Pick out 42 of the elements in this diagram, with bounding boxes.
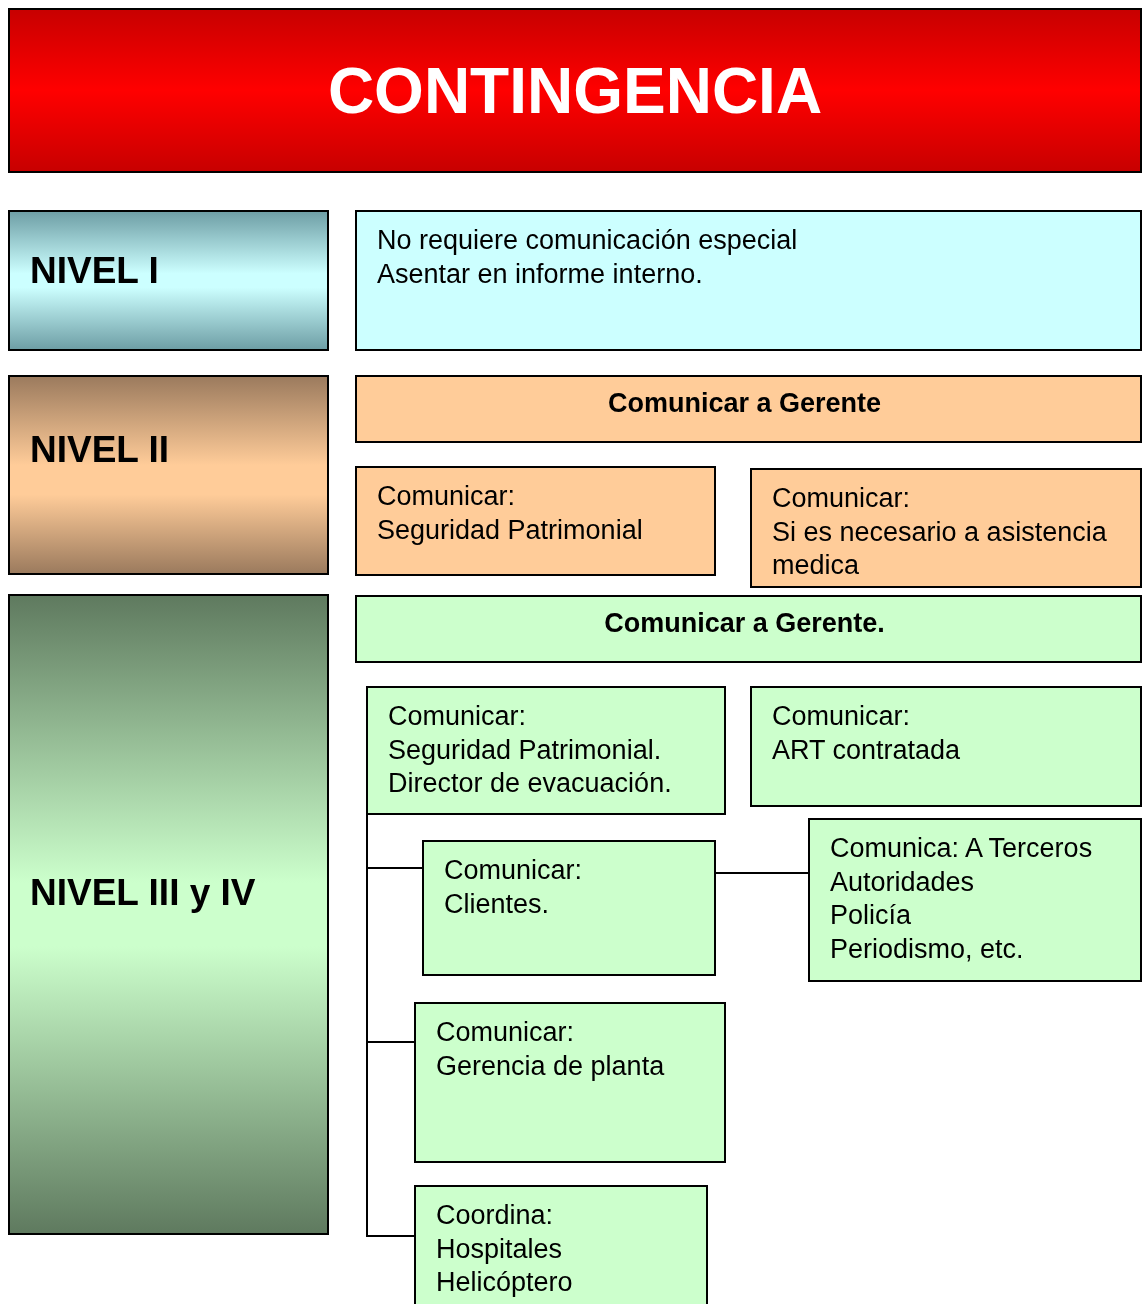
level-box: [8, 210, 329, 351]
message-text: Director de evacuación.: [388, 767, 673, 800]
message-text: Comunicar:: [388, 700, 528, 733]
message-text: Hospitales: [436, 1232, 564, 1266]
message-box: [808, 818, 1142, 982]
message-text: Comunicar:: [444, 854, 584, 887]
level-label: NIVEL I: [30, 254, 160, 288]
message-box: [750, 468, 1142, 588]
message-box: [366, 686, 726, 815]
heading: Comunicar a Gerente: [606, 387, 883, 420]
heading: Comunicar a Gerente.: [603, 607, 886, 640]
level-box: [8, 375, 329, 575]
message-text: Comunicar:: [436, 1016, 576, 1049]
message-text: Helicóptero: [436, 1266, 574, 1299]
message-text: Comunica: A Terceros: [830, 832, 1094, 865]
message-text: Seguridad Patrimonial: [377, 513, 644, 547]
message-text: Clientes.: [444, 887, 551, 921]
message-text: Si es necesario a asistencia medica: [772, 515, 1108, 582]
message-box: [414, 1002, 726, 1163]
message-box: [414, 1185, 708, 1304]
message-text: Comunicar:: [772, 482, 912, 515]
message-box: [355, 375, 1142, 443]
title: CONTINGENCIA: [327, 53, 823, 128]
message-box: [355, 466, 716, 576]
message-text: Gerencia de planta: [436, 1049, 666, 1083]
message-text: Policía: [830, 899, 913, 932]
message-text: Autoridades: [830, 865, 976, 899]
message-text: ART contratada: [772, 733, 962, 767]
message-box: [750, 686, 1142, 807]
message-text: Coordina:: [436, 1199, 555, 1232]
message-text: Asentar en informe interno.: [377, 257, 704, 291]
message-text: Periodismo, etc.: [830, 932, 1025, 966]
message-text: No requiere comunicación especial: [377, 224, 799, 257]
message-text: Comunicar:: [377, 480, 517, 513]
level-box: [8, 594, 329, 1235]
message-box: [422, 840, 716, 976]
message-text: Comunicar:: [772, 700, 912, 733]
message-box: [355, 210, 1142, 351]
connector-line: [715, 872, 809, 874]
message-box: [355, 595, 1142, 663]
message-text: Seguridad Patrimonial.: [388, 733, 663, 767]
level-label: NIVEL II: [30, 433, 171, 467]
